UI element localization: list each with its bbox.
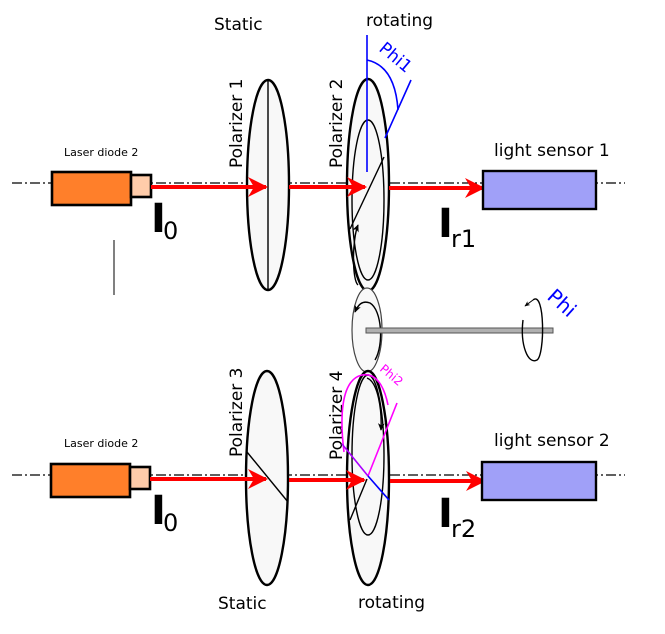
top-light-sensor	[481, 169, 598, 211]
bottom-setup: Laser diode 2 I 0 Polarizer 3 Static Pol…	[12, 362, 625, 614]
top-polarizer-1-label: Polarizer 1	[227, 79, 247, 169]
rotation-shaft	[365, 327, 554, 334]
rotation-mechanism: Phi	[351, 284, 582, 373]
top-intensity-out: I r1	[438, 201, 476, 253]
bottom-intensity-out: I r2	[438, 491, 476, 543]
svg-text:I: I	[438, 491, 453, 537]
svg-text:0: 0	[163, 217, 178, 245]
svg-text:I: I	[151, 196, 166, 242]
top-laser-label: Laser diode 2	[64, 146, 138, 159]
top-polarizer-2-inner	[351, 119, 385, 281]
phi-rotation-arrow	[521, 298, 544, 362]
top-angle-phi1-label: Phi1	[375, 39, 416, 78]
bottom-laser-tip	[128, 465, 152, 491]
bottom-rotating-label: rotating	[358, 593, 425, 613]
top-laser-body	[50, 170, 133, 207]
bottom-rotation-arrow	[366, 377, 385, 431]
svg-text:r2: r2	[451, 515, 476, 543]
svg-text:0: 0	[163, 509, 178, 537]
bottom-sensor-label: light sensor 2	[494, 431, 610, 451]
top-rotating-label: rotating	[366, 11, 433, 31]
top-laser-tip	[129, 173, 153, 199]
phi-label: Phi	[543, 284, 582, 322]
top-setup: Static rotating Laser diode 2 I 0 Polari…	[12, 11, 625, 293]
bottom-laser-body	[49, 462, 132, 499]
svg-text:I: I	[438, 201, 453, 247]
shaft-disc-arrow	[354, 301, 382, 361]
svg-text:I: I	[151, 488, 166, 534]
top-polarizer-2-label: Polarizer 2	[327, 79, 347, 169]
bottom-intensity-in: I 0	[151, 488, 178, 537]
bottom-laser-label: Laser diode 2	[64, 437, 138, 450]
top-static-label: Static	[214, 15, 263, 35]
bottom-light-sensor	[480, 460, 598, 502]
bottom-polarizer-3-label: Polarizer 3	[227, 368, 247, 458]
top-sensor-label: light sensor 1	[494, 141, 610, 161]
top-polarizer-2-axis	[349, 156, 385, 230]
svg-text:r1: r1	[451, 225, 476, 253]
top-intensity-in: I 0	[151, 196, 178, 245]
top-rotation-arrow	[352, 224, 359, 286]
bottom-static-label: Static	[218, 594, 267, 614]
